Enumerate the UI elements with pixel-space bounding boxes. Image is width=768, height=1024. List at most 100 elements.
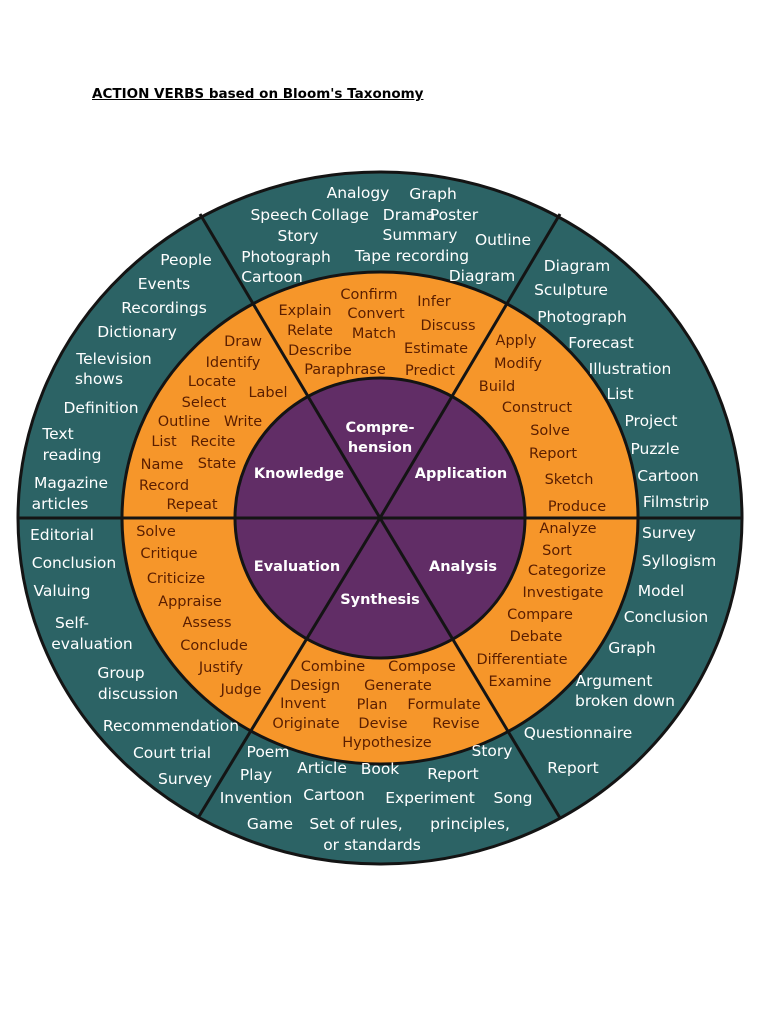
product-evaluation: Conclusion [32, 554, 116, 572]
product-evaluation: Editorial [30, 526, 94, 544]
verb-synthesis: Formulate [407, 697, 480, 713]
product-synthesis: Cartoon [303, 786, 365, 804]
product-evaluation: discussion [98, 685, 178, 703]
product-knowledge: Text [41, 425, 73, 443]
product-analysis: broken down [575, 692, 675, 710]
product-knowledge: Dictionary [97, 323, 177, 341]
product-application: Puzzle [630, 440, 679, 458]
verb-synthesis: Revise [432, 716, 480, 732]
category-label-synthesis: Synthesis [340, 592, 420, 608]
product-analysis: Survey [642, 524, 696, 542]
product-analysis: Report [547, 759, 598, 777]
category-label-application: Application [415, 466, 508, 482]
sector-divider-5 [196, 517, 382, 819]
verb-application: Sketch [545, 472, 594, 488]
product-evaluation: evaluation [51, 635, 133, 653]
product-analysis: Syllogism [642, 552, 716, 570]
verb-evaluation: Justify [198, 660, 244, 676]
verb-synthesis: Hypothesize [342, 735, 432, 751]
verb-synthesis: Generate [364, 678, 432, 694]
product-comprehension: Diagram [449, 267, 516, 285]
product-knowledge: People [160, 251, 212, 269]
verb-analysis: Analyze [539, 521, 596, 537]
verb-analysis: Categorize [528, 563, 606, 579]
category-label-comprehension: hension [348, 440, 412, 456]
sector-divider-6 [378, 517, 562, 819]
product-synthesis: Poem [247, 743, 290, 761]
verb-analysis: Compare [507, 607, 573, 623]
verb-comprehension: Paraphrase [304, 362, 386, 378]
verb-application: Modify [494, 356, 542, 372]
product-evaluation: Valuing [34, 582, 91, 600]
category-label-analysis: Analysis [429, 559, 497, 575]
verb-application: Apply [496, 333, 537, 349]
product-synthesis: Game [247, 815, 293, 833]
verb-knowledge: Draw [224, 334, 262, 350]
verb-analysis: Debate [510, 629, 563, 645]
verb-evaluation: Criticize [147, 571, 205, 587]
product-analysis: Conclusion [624, 608, 708, 626]
category-label-knowledge: Knowledge [254, 466, 344, 482]
product-synthesis: Story [472, 742, 513, 760]
category-label-evaluation: Evaluation [254, 559, 340, 575]
product-application: Project [624, 412, 677, 430]
verb-knowledge: Record [139, 478, 189, 494]
verb-knowledge: Identify [206, 355, 261, 371]
verb-comprehension: Convert [347, 306, 405, 322]
verb-comprehension: Match [352, 326, 396, 342]
verb-knowledge: Label [248, 385, 287, 401]
verb-comprehension: Explain [278, 303, 331, 319]
product-comprehension: Drama [383, 206, 435, 224]
product-knowledge: Recordings [121, 299, 207, 317]
product-application: Filmstrip [643, 493, 709, 511]
product-comprehension: Analogy [327, 184, 390, 202]
verb-application: Produce [548, 499, 606, 515]
product-knowledge: reading [43, 446, 102, 464]
product-evaluation: Survey [158, 770, 212, 788]
verb-knowledge: Write [224, 414, 262, 430]
product-synthesis: Invention [220, 789, 293, 807]
verb-synthesis: Combine [301, 659, 366, 675]
verb-knowledge: Outline [158, 414, 211, 430]
product-comprehension: Poster [430, 206, 479, 224]
product-synthesis: Report [427, 765, 478, 783]
product-synthesis: principles, [430, 815, 510, 833]
product-application: Diagram [544, 257, 611, 275]
verb-comprehension: Describe [288, 343, 352, 359]
product-analysis: Graph [608, 639, 656, 657]
product-synthesis: Experiment [385, 789, 475, 807]
product-comprehension: Photograph [241, 248, 331, 266]
verb-evaluation: Judge [220, 682, 262, 698]
verb-analysis: Investigate [523, 585, 604, 601]
product-application: List [606, 385, 633, 403]
verb-knowledge: Select [182, 395, 227, 411]
product-comprehension: Collage [311, 206, 369, 224]
product-knowledge: Definition [63, 399, 138, 417]
verb-comprehension: Infer [417, 294, 450, 310]
product-application: Forecast [568, 334, 634, 352]
product-knowledge: Events [138, 275, 190, 293]
verb-comprehension: Predict [405, 363, 455, 379]
product-comprehension: Tape recording [354, 247, 469, 265]
product-evaluation: Court trial [133, 744, 211, 762]
product-application: Illustration [589, 360, 672, 378]
verb-comprehension: Estimate [404, 341, 468, 357]
product-evaluation: Recommendation [103, 717, 239, 735]
product-synthesis: Set of rules, [309, 815, 402, 833]
sector-divider-1 [198, 213, 382, 519]
product-knowledge: articles [32, 495, 89, 513]
verb-comprehension: Discuss [420, 318, 475, 334]
product-comprehension: Speech [250, 206, 307, 224]
product-application: Photograph [537, 308, 627, 326]
verb-evaluation: Solve [136, 524, 176, 540]
verb-application: Build [479, 379, 515, 395]
product-evaluation: Self- [55, 614, 89, 632]
verb-synthesis: Plan [357, 697, 388, 713]
verb-evaluation: Critique [140, 546, 197, 562]
verb-evaluation: Conclude [180, 638, 248, 654]
verb-knowledge: Name [141, 457, 184, 473]
verb-application: Construct [502, 400, 573, 416]
verb-synthesis: Compose [388, 659, 456, 675]
product-comprehension: Summary [383, 226, 458, 244]
product-synthesis: Song [494, 789, 533, 807]
